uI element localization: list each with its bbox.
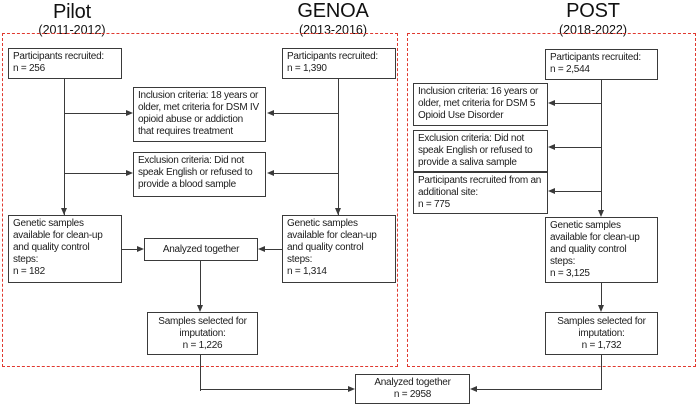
genoa-recruited-box: Participants recruited: n = 1,390 [282, 48, 396, 79]
imputation1-to-combined-line [200, 389, 348, 391]
pilot-genoa-analyzed-box: Analyzed together [144, 238, 258, 261]
genoa-to-exclusion-line [274, 173, 339, 175]
post-exclusion-text: Exclusion criteria: Did not speak Englis… [418, 133, 533, 168]
combined-analyzed-n: n = 2958 [393, 389, 432, 400]
post-recruited-n: n = 2,544 [550, 64, 590, 75]
genoa-to-inclusion-line [274, 113, 339, 115]
post-additional-site-box: Participants recruited from an additiona… [413, 172, 548, 214]
pilot-genoa-exclusion-text: Exclusion criteria: Did not speak Englis… [138, 155, 253, 190]
pilot-to-genetic-arrowhead [61, 208, 67, 215]
post-to-genetic-arrowhead [598, 210, 604, 217]
pilot-genetic-samples-n: n = 182 [13, 266, 45, 277]
post-to-exclusion-arrowhead [548, 144, 555, 150]
genoa-recruited-label: Participants recruited: [287, 51, 378, 62]
post-genetic-samples-n: n = 3,125 [550, 268, 590, 279]
pilot-genoa-analyzed-text: Analyzed together [162, 243, 240, 255]
post-imputation-n: n = 1,732 [581, 339, 622, 351]
post-to-inclusion-arrowhead [548, 100, 555, 106]
pilot-to-exclusion-arrowhead [126, 170, 133, 176]
post-inclusion-box: Inclusion criteria: 16 years or older, m… [413, 83, 548, 126]
post-genetic-samples-box: Genetic samples available for clean-up a… [545, 217, 658, 283]
pilot-recruited-box: Participants recruited: n = 256 [8, 48, 122, 79]
post-imputation-box: Samples selected for imputation: n = 1,7… [545, 312, 658, 355]
post-to-inclusion-line [555, 103, 602, 105]
pilot-recruited-n: n = 256 [13, 63, 45, 74]
pilot-genoa-inclusion-text: Inclusion criteria: 18 years or older, m… [138, 90, 259, 137]
pilot-genoa-imputation-label: Samples selected for imputation: [158, 315, 247, 339]
pilot-genoa-imputation-box: Samples selected for imputation: n = 1,2… [147, 312, 258, 355]
post-recruited-box: Participants recruited: n = 2,544 [545, 49, 658, 80]
post-additional-site-n: n = 775 [418, 199, 450, 210]
pilot-genoa-exclusion-box: Exclusion criteria: Did not speak Englis… [133, 152, 266, 197]
genoa-genetic-samples-box: Genetic samples available for clean-up a… [282, 215, 396, 283]
combined-analyzed-label: Analyzed together [374, 377, 451, 388]
genoa-genetic-to-analyzed-line [265, 249, 282, 251]
study-title-genoa: GENOA [297, 0, 369, 22]
imputation1-to-combined-arrowhead [348, 386, 355, 392]
analyzed-to-imputation-line [200, 261, 202, 305]
post-genetic-to-imputation-line [601, 283, 603, 305]
imputation2-down-line [601, 355, 603, 390]
genoa-genetic-to-analyzed-arrowhead [258, 246, 265, 252]
pilot-genetic-to-analyzed-line [122, 249, 138, 251]
post-inclusion-text: Inclusion criteria: 16 years or older, m… [418, 86, 539, 121]
genoa-to-inclusion-arrowhead [267, 110, 274, 116]
imputation2-to-combined-arrowhead [470, 386, 477, 392]
genoa-main-line [338, 79, 340, 215]
pilot-to-exclusion-line [65, 173, 126, 175]
study-title-pilot: Pilot [53, 1, 91, 23]
post-main-line [601, 80, 603, 210]
post-to-exclusion-line [555, 147, 602, 149]
post-group-frame [407, 33, 696, 367]
imputation2-to-combined-line [477, 389, 602, 391]
pilot-genetic-samples-box: Genetic samples available for clean-up a… [8, 215, 122, 283]
pilot-genetic-to-analyzed-arrowhead [137, 246, 144, 252]
genoa-to-exclusion-arrowhead [267, 170, 274, 176]
post-imputation-label: Samples selected for imputation: [557, 315, 646, 339]
pilot-recruited-label: Participants recruited: [13, 51, 104, 62]
pilot-genoa-inclusion-box: Inclusion criteria: 18 years or older, m… [133, 87, 266, 142]
pilot-main-line [64, 79, 66, 215]
pilot-genoa-imputation-n: n = 1,226 [182, 339, 223, 351]
analyzed-to-imputation-arrowhead [197, 305, 203, 312]
post-exclusion-box: Exclusion criteria: Did not speak Englis… [413, 130, 548, 172]
combined-analyzed-box: Analyzed together n = 2958 [355, 374, 470, 404]
genoa-recruited-n: n = 1,390 [287, 63, 327, 74]
post-additional-site-label: Participants recruited from an additiona… [418, 175, 542, 198]
genoa-genetic-samples-n: n = 1,314 [287, 266, 327, 277]
post-to-additional-arrowhead [548, 188, 555, 194]
genoa-to-genetic-arrowhead [335, 208, 341, 215]
post-recruited-label: Participants recruited: [550, 52, 641, 63]
genoa-genetic-samples-label: Genetic samples available for clean-up a… [287, 218, 377, 265]
post-genetic-to-imputation-arrowhead [598, 305, 604, 312]
pilot-to-inclusion-arrowhead [126, 110, 133, 116]
pilot-to-inclusion-line [65, 113, 126, 115]
post-genetic-samples-label: Genetic samples available for clean-up a… [550, 220, 640, 267]
imputation1-down-line [200, 355, 202, 391]
pilot-genetic-samples-label: Genetic samples available for clean-up a… [13, 218, 103, 265]
post-to-additional-line [555, 191, 602, 193]
study-title-post: POST [566, 0, 620, 22]
